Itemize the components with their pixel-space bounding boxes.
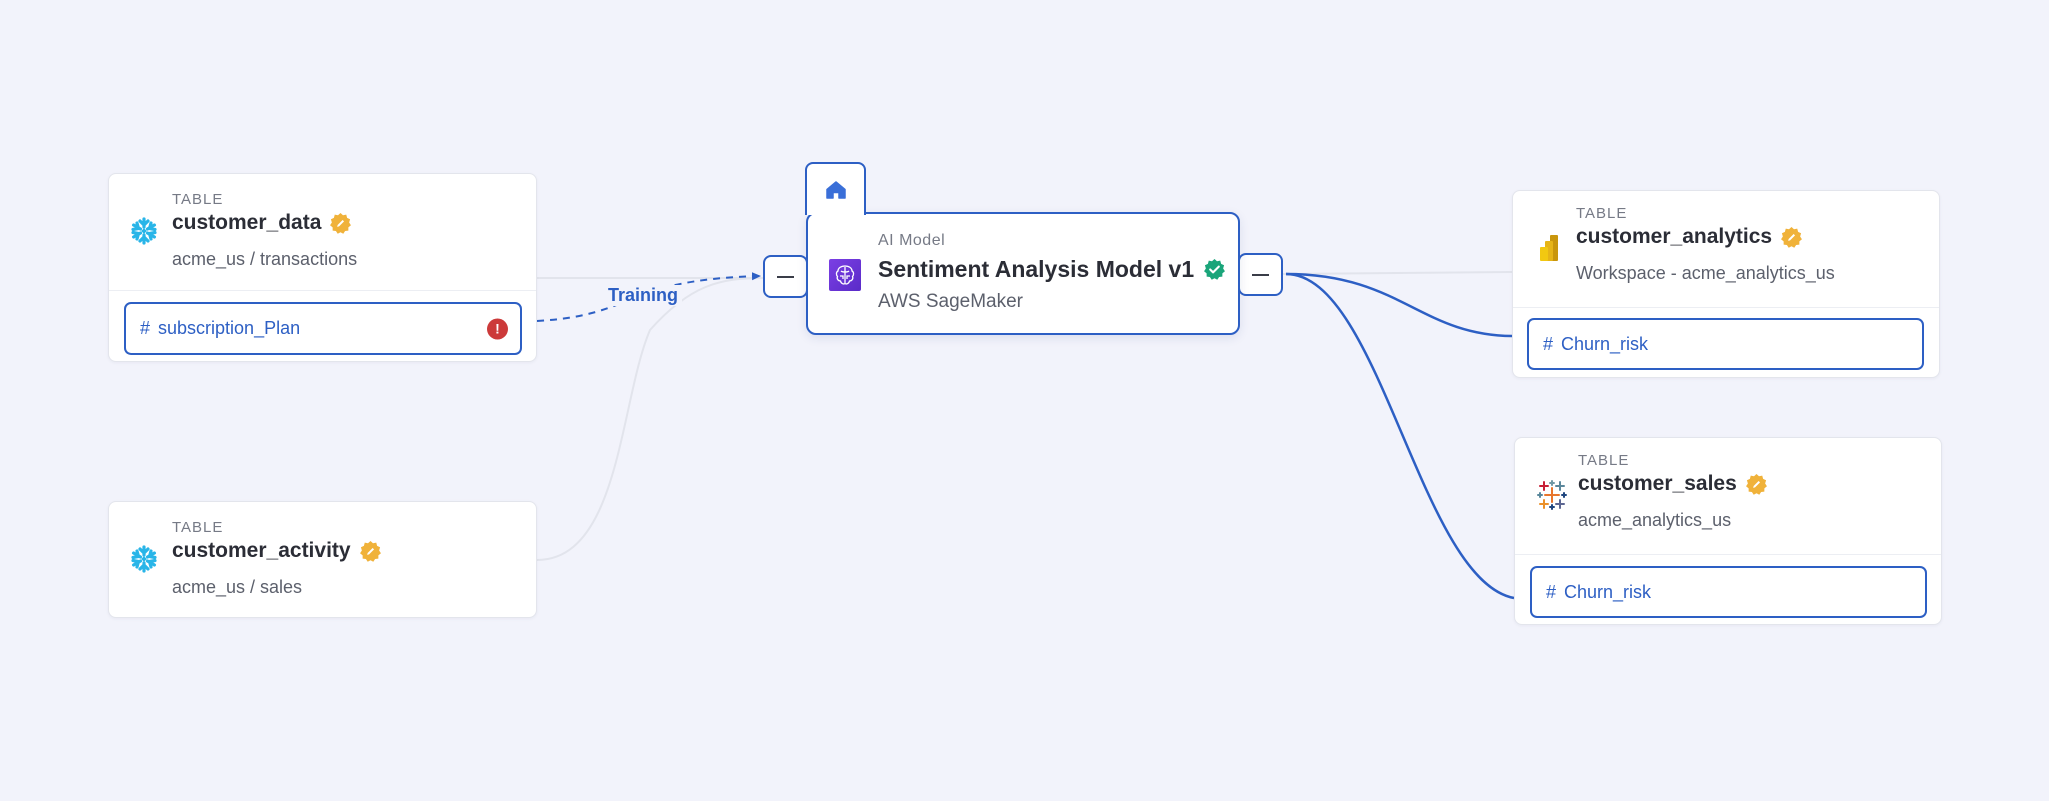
- error-icon[interactable]: !: [487, 318, 508, 339]
- node-type-label: TABLE: [172, 519, 224, 536]
- edge-label-training[interactable]: Training: [604, 285, 683, 306]
- edge-model-to-customer-analytics: [1282, 271, 1513, 275]
- node-customer-analytics[interactable]: TABLE customer_analytics Workspace - acm…: [1512, 190, 1940, 378]
- edge-customer-activity-to-model: [536, 277, 764, 561]
- home-icon: [825, 180, 846, 199]
- hash-icon: #: [1546, 581, 1557, 602]
- node-customer-activity[interactable]: TABLE customer_activity acme_us / sales: [108, 501, 537, 618]
- certified-icon: [359, 540, 381, 562]
- tableau-icon: [1537, 480, 1567, 510]
- node-title[interactable]: customer_data: [172, 211, 322, 234]
- minus-icon: [1252, 273, 1269, 276]
- node-title[interactable]: customer_analytics: [1576, 225, 1773, 248]
- edge-model-to-sales-churn-risk: [1285, 272, 1515, 600]
- certified-icon: [330, 212, 352, 234]
- field-churn-risk[interactable]: # Churn_risk: [1530, 566, 1927, 618]
- node-subtitle: acme_us / sales: [172, 577, 303, 597]
- node-title[interactable]: Sentiment Analysis Model v1: [878, 256, 1195, 282]
- certified-icon: [1781, 226, 1803, 248]
- field-name: subscription_Plan: [158, 318, 301, 338]
- node-type-label: TABLE: [172, 191, 224, 208]
- collapse-upstream-button[interactable]: [763, 255, 808, 298]
- divider: [1513, 307, 1939, 308]
- collapse-downstream-button[interactable]: [1238, 253, 1283, 296]
- snowflake-icon: [131, 217, 157, 245]
- node-title[interactable]: customer_sales: [1578, 472, 1737, 495]
- verified-check-icon: [1204, 258, 1226, 280]
- node-customer-sales[interactable]: TABLE customer_sales acme_analytics_us #…: [1514, 437, 1942, 625]
- certified-icon: [1745, 473, 1767, 495]
- powerbi-icon: [1540, 235, 1558, 261]
- node-subtitle: acme_analytics_us: [1578, 510, 1732, 530]
- hash-icon: #: [1543, 333, 1554, 354]
- divider: [109, 290, 536, 291]
- node-type-label: AI Model: [878, 232, 946, 249]
- field-name: Churn_risk: [1561, 333, 1649, 354]
- field-subscription-plan[interactable]: # subscription_Plan !: [124, 302, 522, 355]
- field-churn-risk[interactable]: # Churn_risk: [1527, 318, 1924, 370]
- node-sentiment-analysis-model[interactable]: AI Model Sentiment Analysis Model v1 AWS…: [806, 212, 1240, 335]
- field-name: Churn_risk: [1564, 581, 1652, 602]
- edge-model-to-analytics-churn-risk: [1285, 272, 1513, 338]
- home-button[interactable]: [805, 162, 866, 215]
- minus-icon: [777, 275, 794, 278]
- snowflake-icon: [131, 545, 157, 573]
- hash-icon: #: [140, 318, 151, 338]
- node-customer-data[interactable]: TABLE customer_data acme_us / transactio…: [108, 173, 537, 362]
- node-type-label: TABLE: [1576, 205, 1628, 222]
- node-title[interactable]: customer_activity: [172, 539, 351, 562]
- aws-sagemaker-brain-icon: [829, 259, 861, 291]
- divider: [1515, 554, 1941, 555]
- node-subtitle: AWS SageMaker: [878, 291, 1024, 312]
- node-subtitle: acme_us / transactions: [172, 249, 358, 269]
- node-subtitle: Workspace - acme_analytics_us: [1576, 263, 1835, 283]
- node-type-label: TABLE: [1578, 452, 1630, 469]
